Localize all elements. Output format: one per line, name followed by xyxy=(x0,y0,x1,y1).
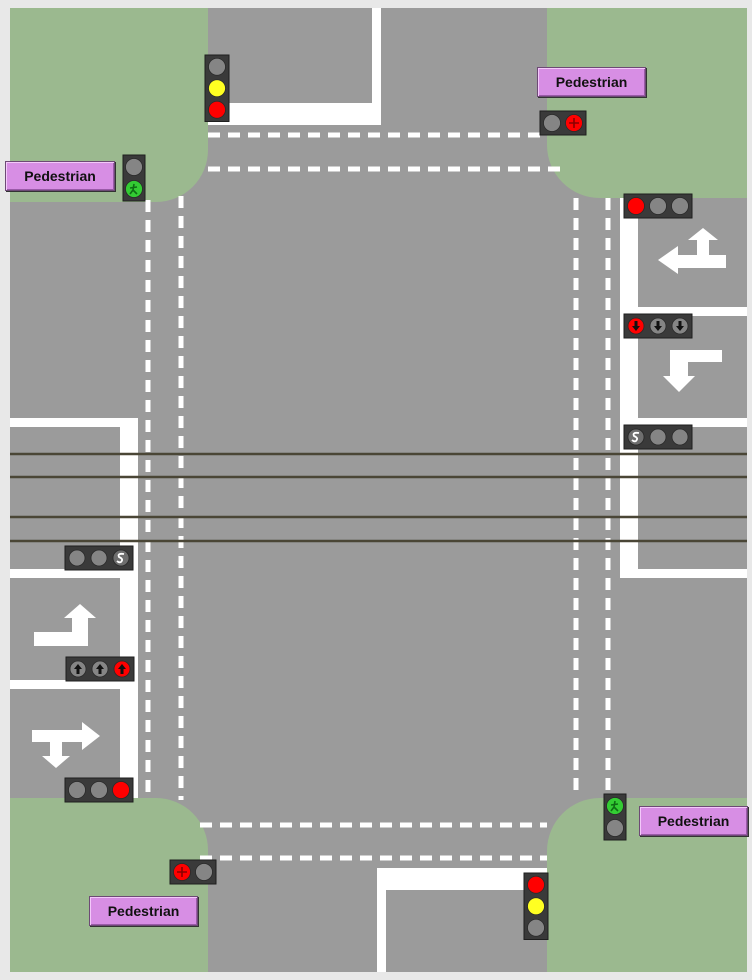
tram-s-icon xyxy=(631,431,640,443)
arrow-up-icon xyxy=(96,664,104,674)
arrow-up-icon xyxy=(118,664,126,674)
east-tram-signal-signal xyxy=(623,424,693,450)
grass-top-right xyxy=(547,8,747,198)
signal-lamp xyxy=(208,79,226,98)
signal-lamp xyxy=(649,428,667,446)
ped-south-west-signal xyxy=(169,859,217,885)
pedestrian-button-top-right[interactable]: Pedestrian xyxy=(537,67,646,97)
pedestrian-walk-icon xyxy=(610,800,619,812)
signal-lamp xyxy=(68,549,86,567)
arrow-right-down-icon xyxy=(32,722,100,768)
signal-lamp xyxy=(208,100,226,119)
signal-lamp xyxy=(543,114,561,132)
signal-lamp xyxy=(208,57,226,76)
west-vehicle-signal xyxy=(64,777,134,803)
traffic-signals xyxy=(64,54,693,940)
signal-lamp xyxy=(90,781,108,799)
tram-s-icon xyxy=(116,552,125,564)
arrow-down-icon xyxy=(676,321,684,331)
south-vehicle-signal xyxy=(523,872,549,940)
lane-markings xyxy=(10,8,747,972)
signal-lamp xyxy=(112,781,130,799)
signal-lamp xyxy=(527,918,545,937)
grass-bottom-left xyxy=(10,798,208,972)
signal-lamp xyxy=(671,428,689,446)
signal-lamp xyxy=(68,781,86,799)
signal-lamp xyxy=(527,875,545,894)
north-vehicle-signal xyxy=(204,54,230,122)
pedestrian-button-bottom-right[interactable]: Pedestrian xyxy=(639,806,748,836)
grass-top-left xyxy=(10,8,208,202)
crosswalk-dashes xyxy=(145,132,611,861)
ped-north-west-signal xyxy=(122,154,146,202)
signal-lamp xyxy=(606,819,624,837)
signal-lamp xyxy=(90,549,108,567)
ped-north-east-signal xyxy=(539,110,587,136)
arrow-turn-down-icon xyxy=(663,350,722,392)
grass-corners xyxy=(10,8,747,972)
road-arrows xyxy=(32,228,726,768)
pedestrian-walk-icon xyxy=(129,183,138,195)
ped-south-east-signal xyxy=(603,793,627,841)
arrow-turn-up-icon xyxy=(34,604,96,646)
signal-lamp xyxy=(606,797,624,815)
tram-rails xyxy=(10,452,747,543)
east-left-lane-arrows-signal xyxy=(623,313,693,339)
arrow-down-icon xyxy=(632,321,640,331)
signal-lamp xyxy=(649,197,667,215)
pedestrian-button-left[interactable]: Pedestrian xyxy=(5,161,115,191)
grass-bottom-right xyxy=(547,798,747,972)
pedestrian-button-bottom-left[interactable]: Pedestrian xyxy=(89,896,198,926)
west-tram-signal-signal xyxy=(64,545,134,571)
pedestrian-stop-icon xyxy=(177,867,187,877)
arrow-down-icon xyxy=(654,321,662,331)
signal-lamp xyxy=(627,197,645,215)
signal-lamp xyxy=(125,158,143,176)
signal-lamp xyxy=(125,180,143,198)
east-vehicle-signal xyxy=(623,193,693,219)
signal-lamp xyxy=(671,197,689,215)
pedestrian-stop-icon xyxy=(569,118,579,128)
arrow-up-icon xyxy=(74,664,82,674)
signal-lamp xyxy=(195,863,213,881)
arrow-left-up-icon xyxy=(658,228,726,274)
signal-lamp xyxy=(527,897,545,916)
west-right-lane-arrows-signal xyxy=(65,656,135,682)
